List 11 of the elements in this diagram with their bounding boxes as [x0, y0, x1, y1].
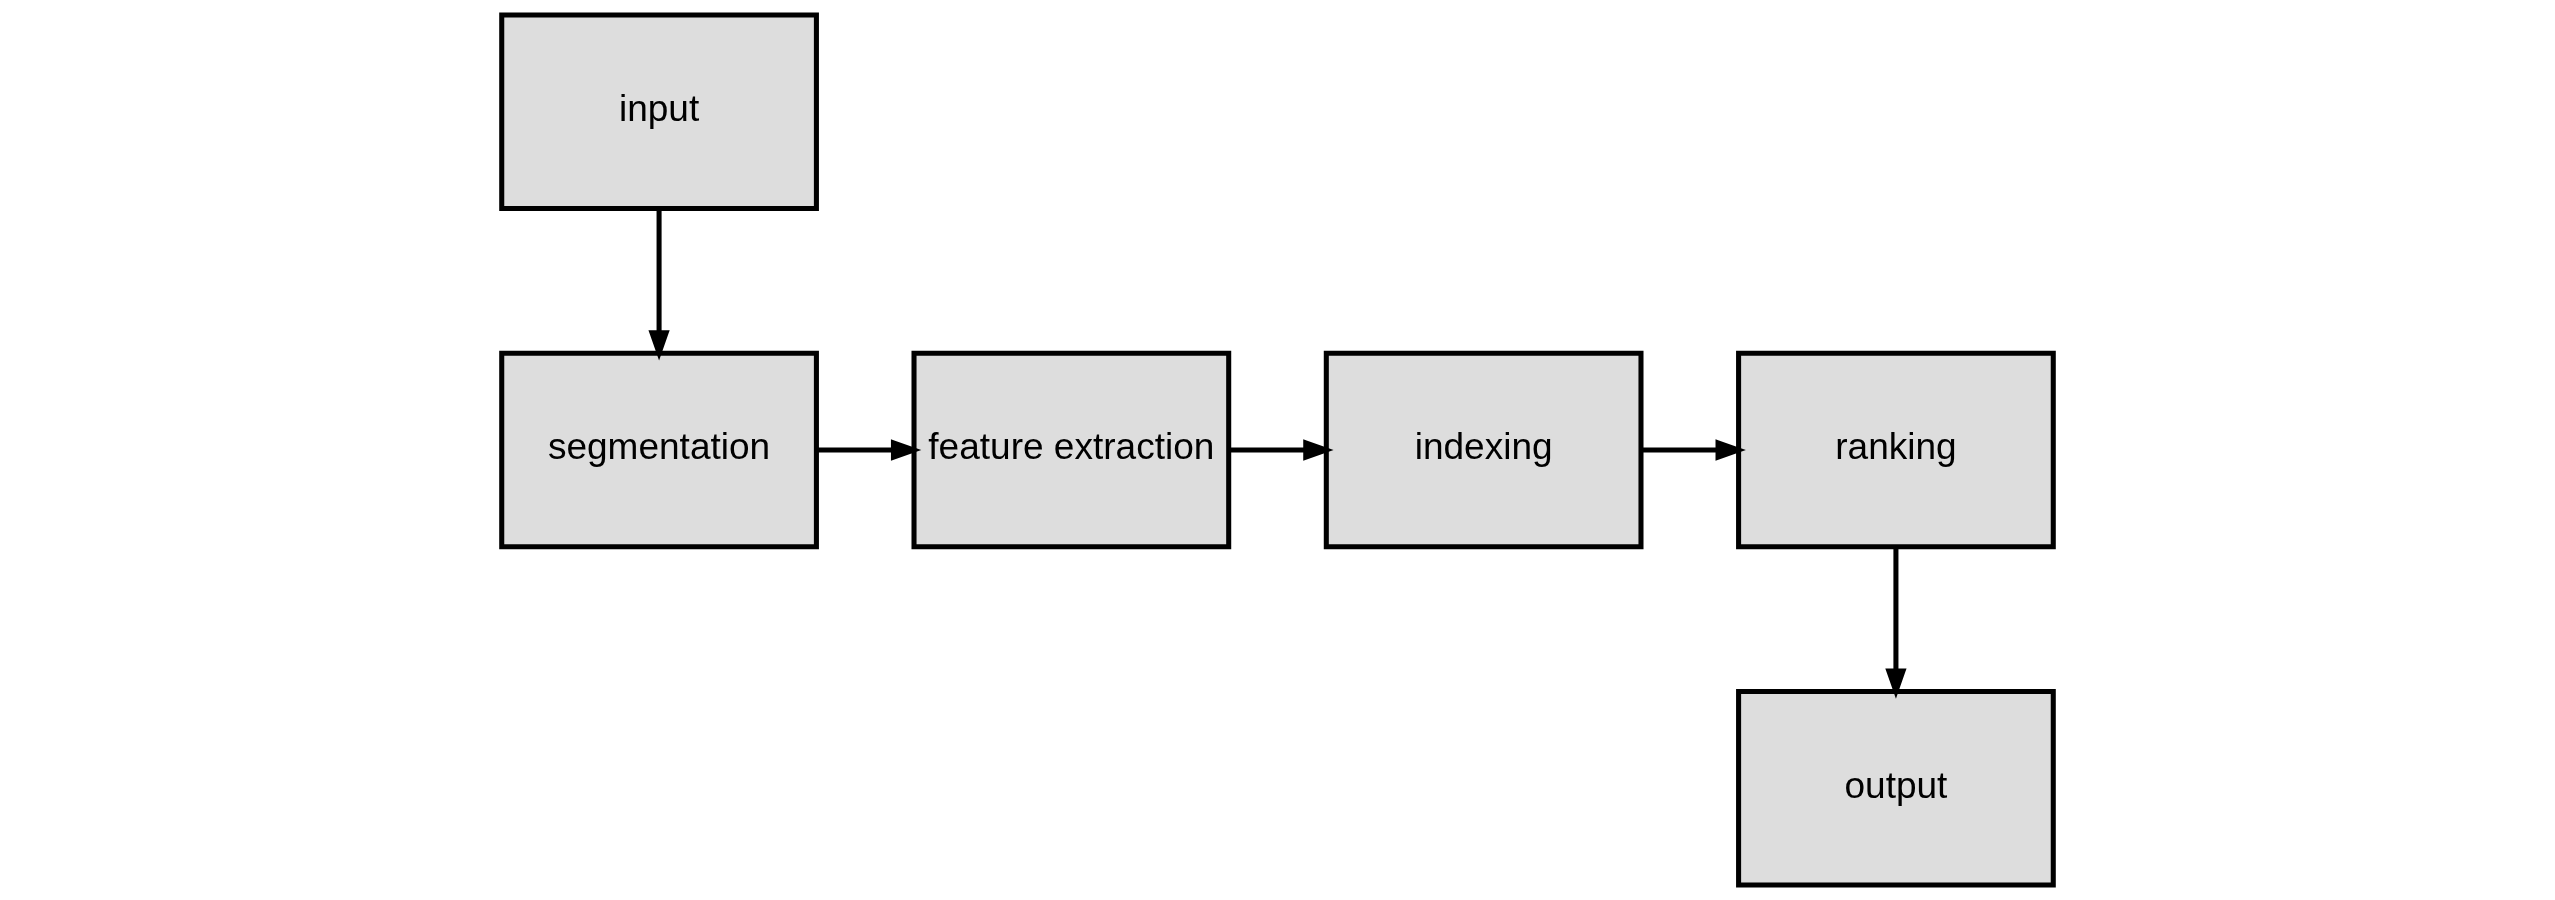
node-box: output: [1736, 688, 2056, 888]
arrow: [1228, 439, 1334, 461]
node-box: indexing: [1323, 350, 1644, 550]
arrow: [816, 439, 922, 461]
arrow: [1885, 547, 1907, 699]
arrow: [1641, 439, 1746, 461]
node-box: input: [499, 12, 819, 212]
node-box: segmentation: [499, 350, 819, 550]
node-box: ranking: [1736, 350, 2056, 550]
arrow: [648, 208, 670, 361]
node-box: feature extraction: [911, 350, 1232, 550]
